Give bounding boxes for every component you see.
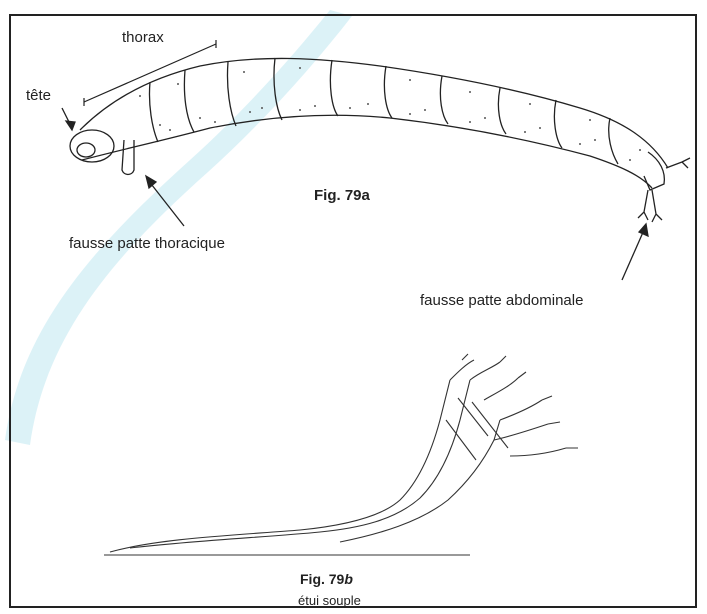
figure-frame: [9, 14, 697, 608]
label-tete: tête: [26, 88, 51, 103]
caption-fig-79b: Fig. 79b: [300, 572, 353, 586]
caption-fig-79b-prefix: Fig. 79: [300, 571, 344, 587]
caption-etui-souple: étui souple: [298, 594, 361, 607]
label-thorax: thorax: [122, 30, 164, 45]
caption-fig-79a: Fig. 79a: [314, 188, 370, 203]
label-fausse-patte-thoracique: fausse patte thoracique: [69, 236, 225, 251]
label-fausse-patte-abdominale: fausse patte abdominale: [420, 293, 583, 308]
caption-fig-79b-suffix: b: [344, 571, 353, 587]
